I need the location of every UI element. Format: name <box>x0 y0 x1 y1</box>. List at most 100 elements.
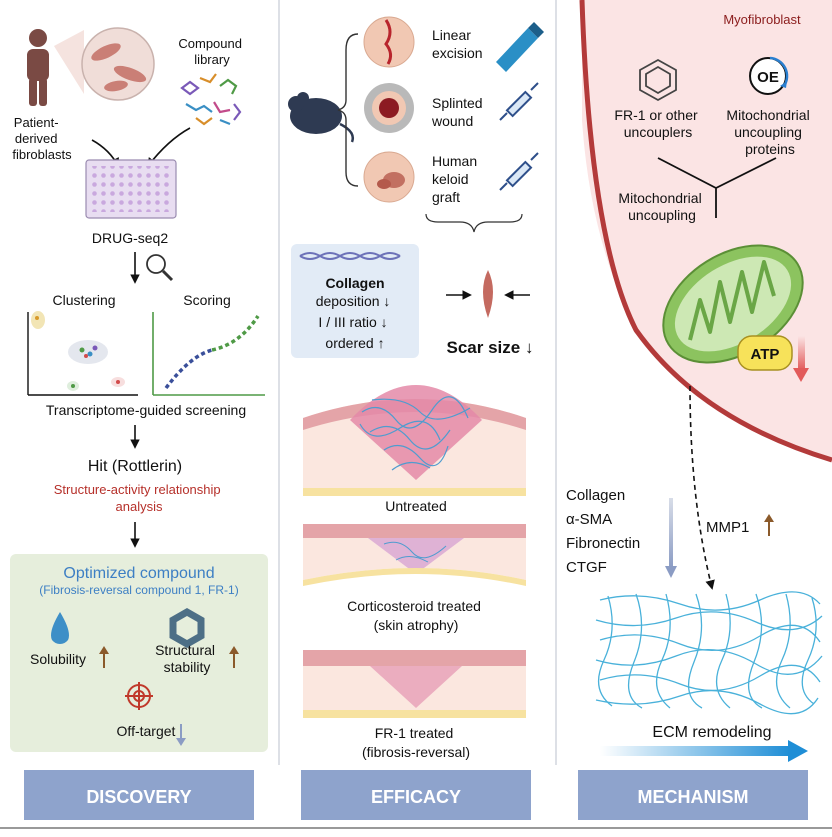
svg-text:FR-1 treated (fibrosis-r: FR-1 treated (fibrosis-reversal) <box>362 725 470 760</box>
model-3-line-2: keloid <box>432 171 469 187</box>
marker-2: α-SMA <box>566 511 612 528</box>
mechanism-footer <box>578 770 808 820</box>
cortico-label-1: Corticosteroid treated <box>347 598 481 614</box>
uncoupling-line-1: Mitochondrial <box>618 190 701 206</box>
overexpression-icon: OE <box>749 56 789 95</box>
syringe-icon <box>499 82 539 121</box>
efficacy-column: Linear excision Splinted wound Human <box>288 16 544 820</box>
compound-library-icon <box>180 73 242 126</box>
fr1-uncoupler-line-2: uncouplers <box>624 124 693 140</box>
svg-text:Mitochondrial uncoupling: Mitochondrial uncoupling <box>618 190 705 223</box>
patient-label-3: fibroblasts <box>12 147 72 162</box>
linear-excision-icon <box>363 16 415 68</box>
hexagon-icon <box>169 607 205 649</box>
dashed-arrow <box>689 385 715 590</box>
topical-tube-icon <box>496 22 544 72</box>
atp-down-arrow <box>793 336 809 382</box>
discovery-footer <box>24 770 254 820</box>
solubility-up-arrow <box>99 646 109 668</box>
marker-4: CTGF <box>566 559 607 576</box>
efficacy-footer <box>301 770 531 820</box>
marker-3: Fibronectin <box>566 535 640 552</box>
svg-text:deposition ↓ I / III rat: deposition ↓ I / III ratio ↓ ordered ↑ <box>316 293 395 351</box>
stability-up-arrow <box>229 646 239 668</box>
svg-text:Human keloid graft: Human keloid graft <box>432 153 481 205</box>
fr1-skin-diagram <box>303 650 526 718</box>
collagen-title: Collagen <box>325 275 384 291</box>
splinted-wound-icon <box>364 83 414 133</box>
collagen-line-1: deposition ↓ <box>316 293 391 309</box>
fr1-label-2: (fibrosis-reversal) <box>362 744 470 760</box>
corticosteroid-skin-diagram <box>303 524 526 586</box>
ecm-gradient-arrow <box>600 740 808 762</box>
solubility-label: Solubility <box>30 651 86 667</box>
optimized-compound-box <box>10 554 268 752</box>
markers-down-arrow <box>665 498 677 578</box>
ecm-mesh <box>595 591 823 715</box>
mmp1-label: MMP1 <box>706 519 749 536</box>
svg-text:Collagen α-SMA Fib: Collagen α-SMA Fibronectin CTGF <box>566 487 644 576</box>
scar-size-label: Scar size ↓ <box>447 338 534 357</box>
myofibroblast-cell <box>582 0 832 460</box>
patient-label-1: Patient- <box>14 115 59 130</box>
discovery-column: Patient- derived fibroblasts Compound li… <box>10 27 268 820</box>
fr1-uncoupler-line-1: FR-1 or other <box>614 107 698 123</box>
collagen-line-3: ordered ↑ <box>325 335 384 351</box>
benzene-ring-icon <box>639 58 677 102</box>
svg-text:Linear excision: Linear excision <box>432 27 483 61</box>
magnifier-icon <box>146 254 174 282</box>
svg-text:Splinted wound: Splinted wound <box>431 95 486 129</box>
untreated-skin-diagram <box>303 385 526 496</box>
cortico-label-2: (skin atrophy) <box>374 617 459 633</box>
scar-icon <box>483 270 493 318</box>
svg-text:Structural stability: Structural stability <box>155 642 219 675</box>
myofibroblast-label: Myofibroblast <box>723 12 801 27</box>
hit-label: Hit (Rottlerin) <box>88 458 182 475</box>
svg-text:Structure-activity relationshi: Structure-activity relationship analysis <box>54 482 225 514</box>
well-plate-icon <box>85 159 177 219</box>
droplet-icon <box>51 612 69 644</box>
atp-label: ATP <box>751 346 780 363</box>
mito-protein-line-2: uncoupling <box>734 124 802 140</box>
compound-label-1: Compound <box>178 36 242 51</box>
uncoupling-line-2: uncoupling <box>628 207 696 223</box>
structural-label-1: Structural <box>155 642 215 658</box>
model-1-line-2: excision <box>432 45 483 61</box>
fibroblast-cells-icon <box>81 27 155 101</box>
ecm-remodeling-label: ECM remodeling <box>652 724 771 741</box>
mechanism-column: Myofibroblast FR-1 or other uncouplers O… <box>566 0 832 820</box>
svg-text:Mitochondrial uncoupling: Mitochondrial uncoupling proteins <box>726 107 813 157</box>
patient-label-2: derived <box>15 131 58 146</box>
svg-text:Compound library: Compound library <box>178 36 245 67</box>
patient-icon <box>27 29 49 106</box>
syringe-icon <box>499 152 539 191</box>
screening-label: Transcriptome-guided screening <box>46 402 246 418</box>
mitochondrion-icon <box>662 244 804 364</box>
scoring-label: Scoring <box>183 292 230 308</box>
offtarget-down-arrow <box>176 724 186 746</box>
mmp1-up-arrow <box>764 514 774 536</box>
sar-label-2: analysis <box>116 499 163 514</box>
model-3-line-3: graft <box>432 189 460 205</box>
model-2-line-1: Splinted <box>432 95 483 111</box>
keloid-graft-icon <box>363 151 415 203</box>
compound-label-2: library <box>194 52 230 67</box>
collagen-fiber-icon <box>299 252 401 260</box>
scoring-plot <box>152 312 265 396</box>
sar-label-1: Structure-activity relationship <box>54 482 221 497</box>
mouse-icon <box>288 92 354 143</box>
merge-connector <box>657 157 777 218</box>
collagen-box <box>291 244 419 358</box>
marker-1: Collagen <box>566 487 625 504</box>
atp-badge <box>737 335 793 371</box>
optimized-title: Optimized compound <box>63 565 214 582</box>
svg-text:Corticosteroid treated (: Corticosteroid treated (skin atrophy) <box>347 598 485 633</box>
oe-label: OE <box>757 69 779 86</box>
mito-protein-line-3: proteins <box>745 141 795 157</box>
model-3-line-1: Human <box>432 153 477 169</box>
optimized-subtitle: (Fibrosis-reversal compound 1, FR-1) <box>39 583 238 597</box>
efficacy-footer-label: EFFICACY <box>371 787 461 807</box>
clustering-label: Clustering <box>52 292 115 308</box>
